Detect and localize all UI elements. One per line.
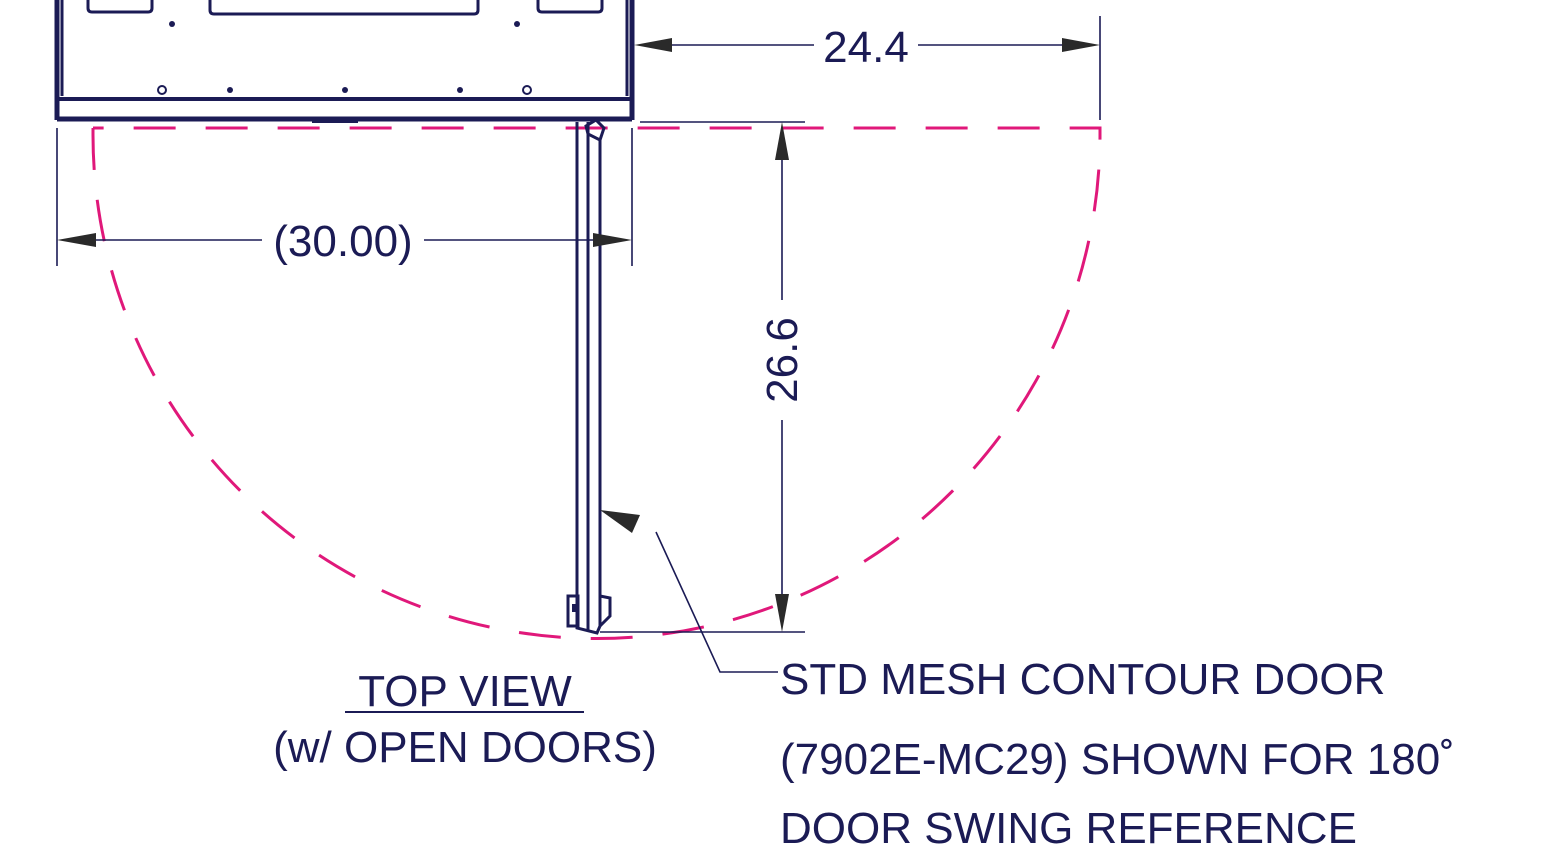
view-title: TOP VIEW (w/ OPEN DOORS) xyxy=(273,667,657,772)
callout-line1: STD MESH CONTOUR DOOR xyxy=(780,655,1385,704)
dimension-24-4: 24.4 xyxy=(634,16,1101,120)
callout-line3: DOOR SWING REFERENCE xyxy=(780,804,1357,853)
dimension-label-30-00: (30.00) xyxy=(273,217,412,266)
door-swing-arc xyxy=(91,126,1102,640)
cabinet-outline xyxy=(54,0,635,123)
dimension-label-26-6: 26.6 xyxy=(758,317,807,403)
dimension-30-00: (30.00) xyxy=(56,128,633,266)
view-title-line2: (w/ OPEN DOORS) xyxy=(273,723,657,772)
open-door xyxy=(566,118,612,635)
dimension-label-24-4: 24.4 xyxy=(823,23,909,72)
cabinet-fasteners xyxy=(157,21,532,95)
view-title-line1: TOP VIEW xyxy=(358,667,572,716)
door-callout-note: STD MESH CONTOUR DOOR (7902E-MC29) SHOWN… xyxy=(780,655,1455,853)
dimension-26-6: 26.6 xyxy=(600,121,807,633)
callout-leader xyxy=(600,510,778,673)
callout-line2: (7902E-MC29) SHOWN FOR 180˚ xyxy=(780,735,1455,784)
